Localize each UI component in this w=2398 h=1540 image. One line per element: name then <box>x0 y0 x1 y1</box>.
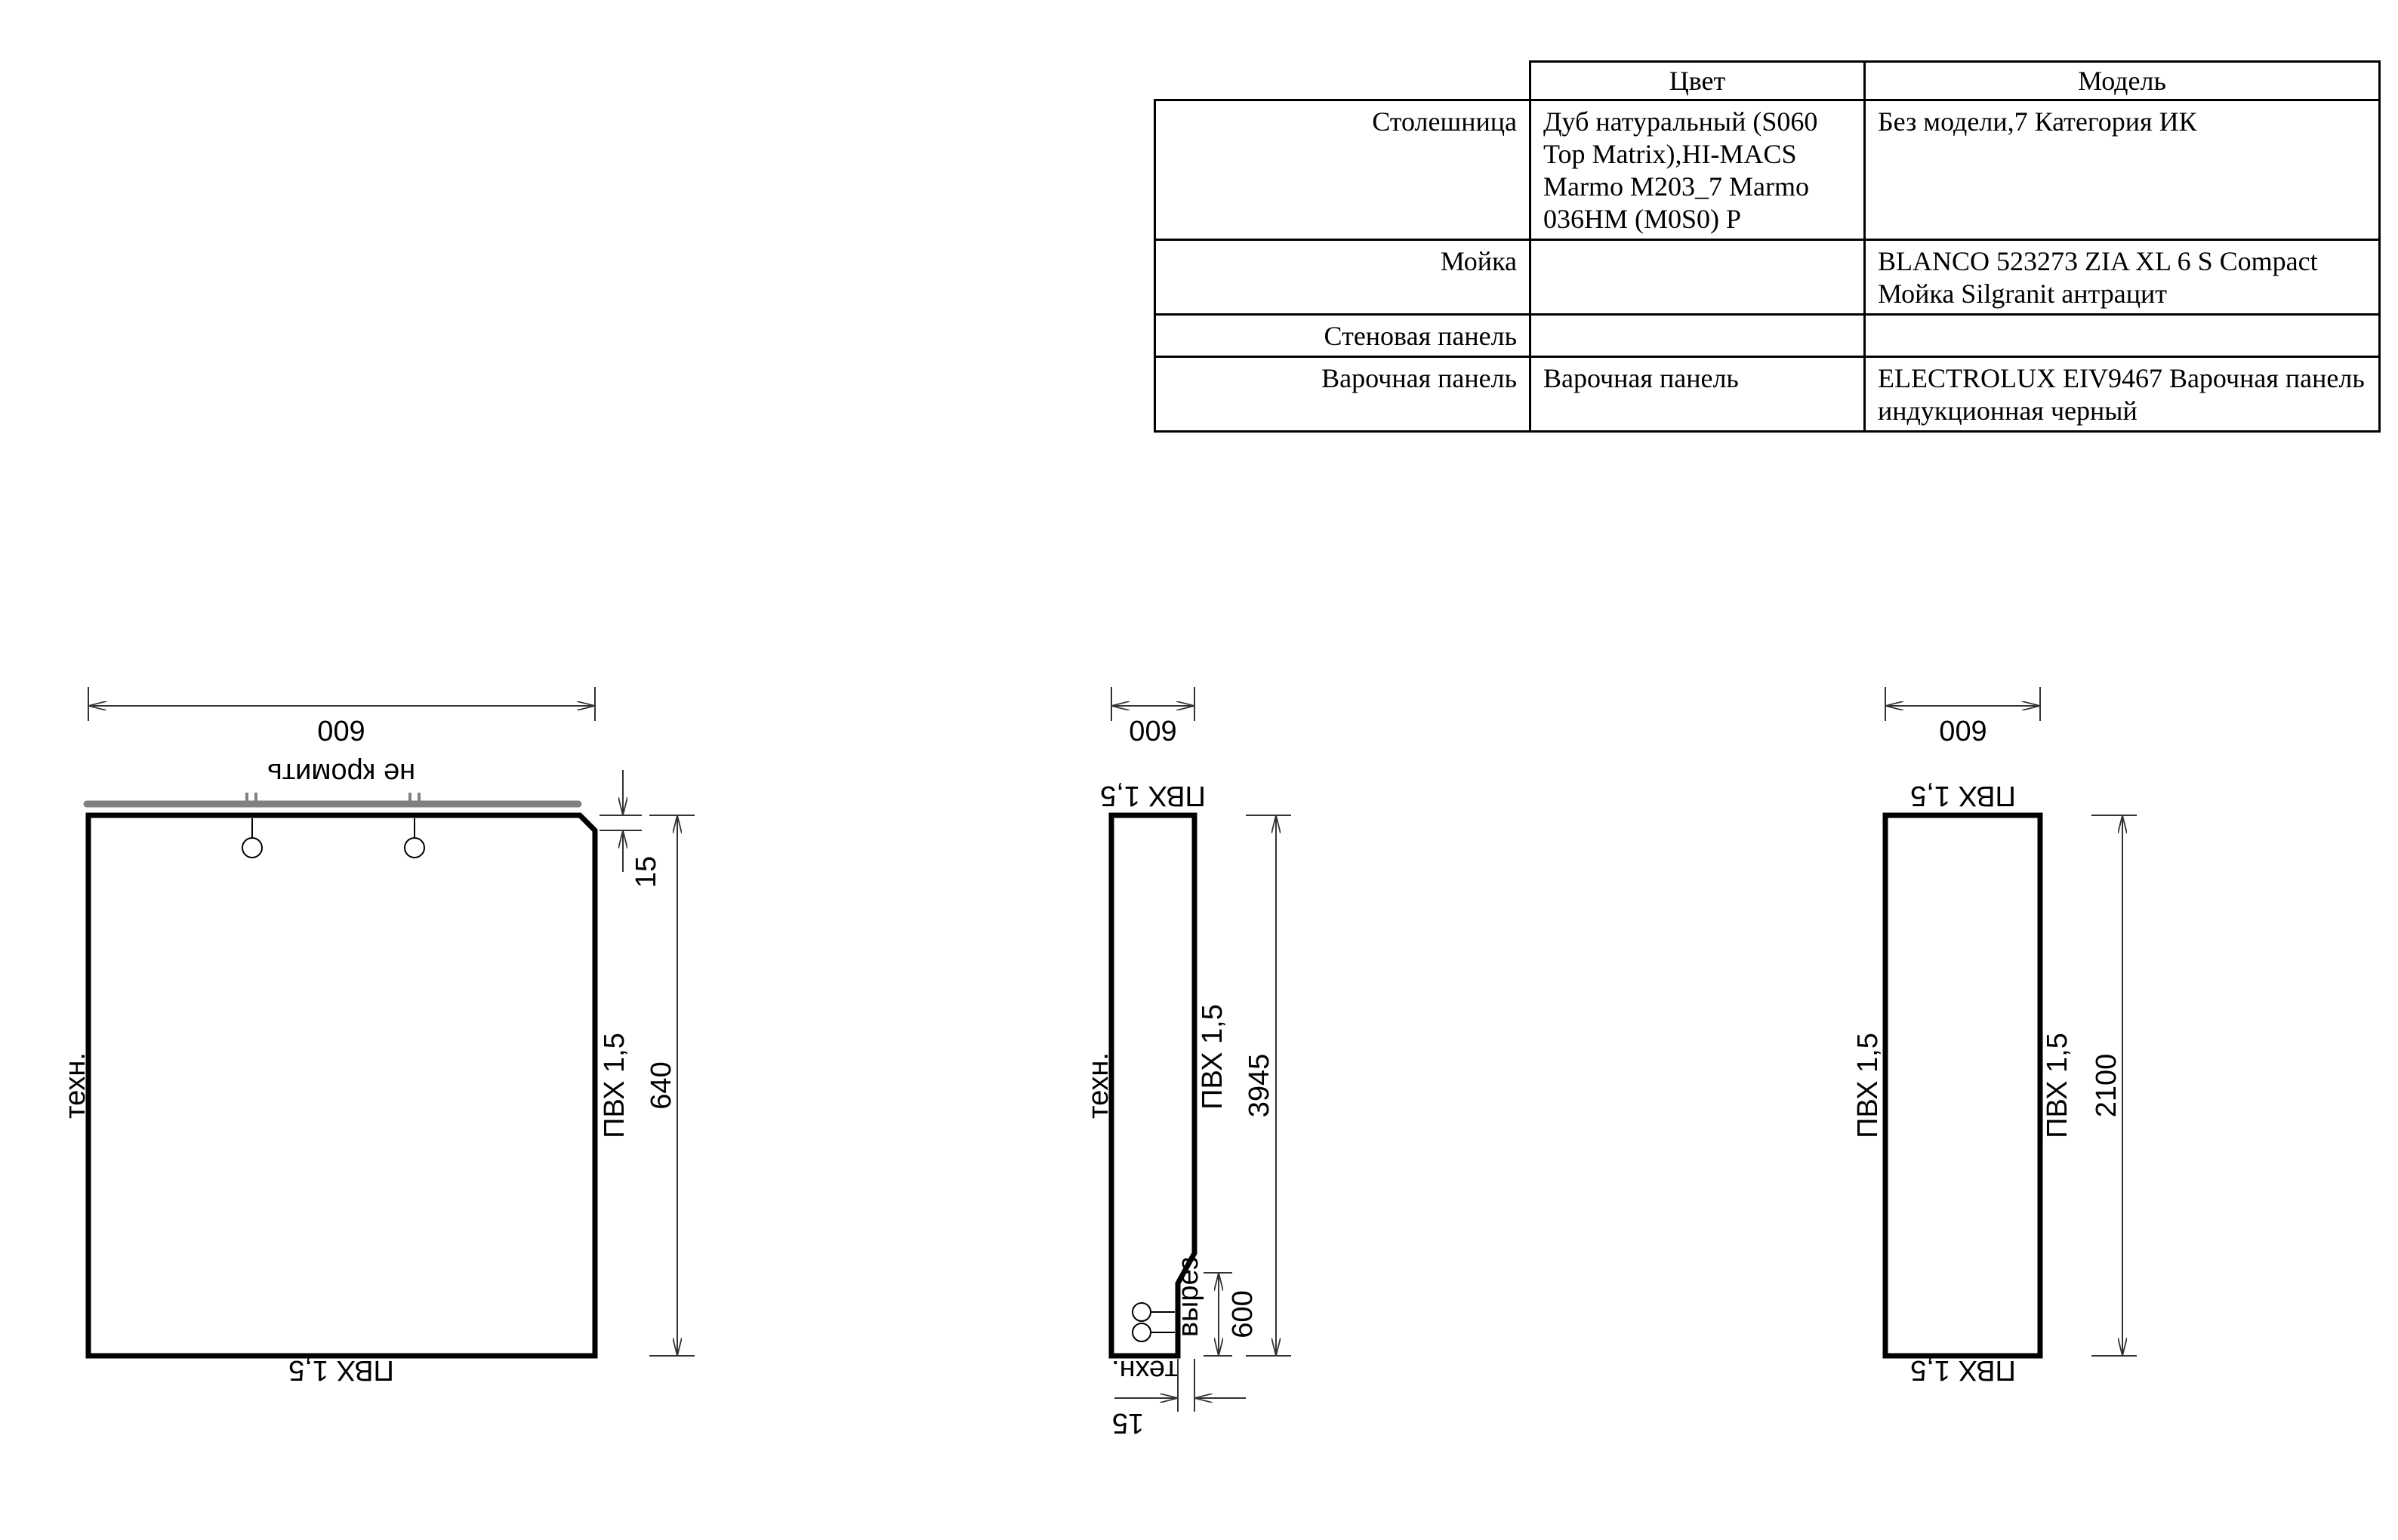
panel-1-right-edge: ПВХ 1,5 <box>599 1033 630 1138</box>
panel-1-left-edge: техн. <box>60 1052 91 1119</box>
panel-1-corner-dim: 15 <box>630 856 662 888</box>
panel-3-width-dim: 600 <box>1939 714 1987 746</box>
panel-3-right-edge: ПВХ 1,5 <box>2042 1033 2073 1138</box>
panel-2-bottom-edge: техн. <box>1111 1354 1178 1386</box>
panel-3-top-edge: ПВХ 1,5 <box>1910 780 2016 812</box>
panel-3: 600 ПВХ 1,5 ПВХ 1,5 ПВХ 1,5 ПВХ 1,5 2100 <box>1852 687 2137 1386</box>
hole-marker <box>242 818 425 858</box>
table-header-row: Цвет Модель <box>1154 60 2381 101</box>
panel-2-cutout-note: вырез <box>1173 1257 1204 1337</box>
header-model: Модель <box>1863 60 2381 101</box>
row-color <box>1529 313 1866 358</box>
panel-2-right-edge: ПВХ 1,5 <box>1197 1004 1228 1110</box>
hole-marker <box>1132 1302 1175 1342</box>
panel-2-width-dim: 600 <box>1129 714 1176 746</box>
row-label: Варочная панель <box>1154 356 1531 433</box>
no-edge-ticks <box>245 793 421 806</box>
table-row: Варочная панель Варочная панель ELECTROL… <box>1154 356 2381 433</box>
panel-2-outline <box>1108 812 1197 1359</box>
panel-2-cutout-depth-dim: 15 <box>1112 1407 1144 1439</box>
panel-1: 600 не кромить 15 640 техн. ПВХ 1,5 ПВХ … <box>60 687 695 1386</box>
panel-1-bottom-edge: ПВХ 1,5 <box>288 1354 394 1386</box>
panel-3-bottom-edge: ПВХ 1,5 <box>1910 1354 2016 1386</box>
panel-3-outline <box>1882 812 2043 1359</box>
panel-1-top-note: не кромить <box>267 757 415 789</box>
panel-1-outline <box>85 812 598 1359</box>
row-label: Столешница <box>1154 99 1531 241</box>
panel-2-height-dim: 3945 <box>1244 1054 1275 1118</box>
row-color <box>1529 239 1866 316</box>
table-row: Мойка BLANCO 523273 ZIA XL 6 S Compact М… <box>1154 239 2381 316</box>
row-model: BLANCO 523273 ZIA XL 6 S Compact Мойка S… <box>1863 239 2381 316</box>
panel-2: 600 ПВХ 1,5 техн. ПВХ 1,5 вырез техн. 60… <box>1083 687 1291 1439</box>
panel-3-height-dim: 2100 <box>2091 1054 2122 1118</box>
row-model: Без модели,7 Категория ИК <box>1863 99 2381 241</box>
panel-2-left-edge: техн. <box>1083 1052 1114 1119</box>
panel-2-top-edge: ПВХ 1,5 <box>1100 780 1206 812</box>
row-label: Мойка <box>1154 239 1531 316</box>
row-color: Дуб натуральный (S060 Top Matrix),HI-MAC… <box>1529 99 1866 241</box>
table-row: Столешница Дуб натуральный (S060 Top Mat… <box>1154 99 2381 241</box>
row-label: Стеновая панель <box>1154 313 1531 358</box>
row-color: Варочная панель <box>1529 356 1866 433</box>
table-row: Стеновая панель <box>1154 313 2381 358</box>
row-model: ELECTROLUX EIV9467 Варочная панель индук… <box>1863 356 2381 433</box>
panel-3-left-edge: ПВХ 1,5 <box>1852 1033 1884 1138</box>
row-model <box>1863 313 2381 358</box>
header-color: Цвет <box>1529 60 1866 101</box>
spec-table: Цвет Модель Столешница Дуб натуральный (… <box>1154 60 2381 433</box>
panel-2-cutout-height-dim: 600 <box>1227 1290 1259 1338</box>
header-blank <box>1154 61 1531 101</box>
panel-1-width-dim: 600 <box>317 714 365 746</box>
panel-1-height-dim: 640 <box>646 1061 677 1109</box>
